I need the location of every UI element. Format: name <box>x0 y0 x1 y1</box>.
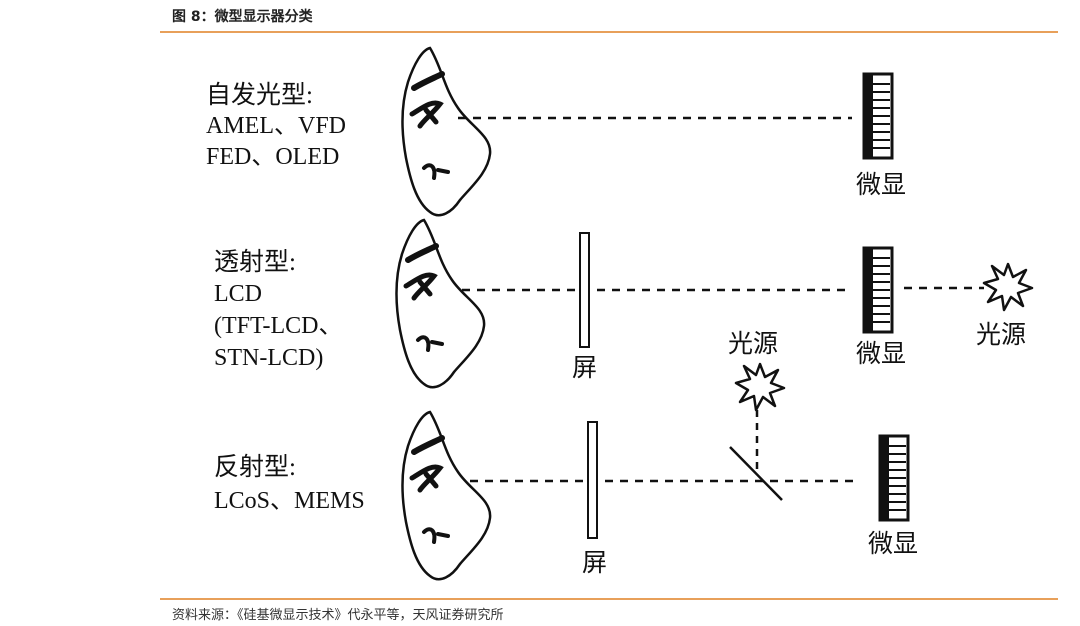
microdisplay-icon <box>862 246 894 334</box>
row-transmissive-line-2: (TFT-LCD、 <box>214 313 342 339</box>
row-emissive-line-1: AMEL、VFD <box>206 113 346 139</box>
light-burst-icon <box>982 262 1034 312</box>
row-reflective-line-1: LCoS、MEMS <box>214 488 365 514</box>
row-transmissive-light-label: 光源 <box>976 321 1026 349</box>
row-emissive-display-label: 微显 <box>856 171 906 199</box>
beam-splitter-icon <box>729 446 783 501</box>
eye-profile-icon <box>403 412 491 579</box>
eye-profile-icon <box>403 48 491 215</box>
row-reflective-display-label: 微显 <box>868 530 918 558</box>
row-reflective: 反射型: LCoS、MEMS 屏 光源 微显 <box>214 330 918 579</box>
row-reflective-screen-label: 屏 <box>582 550 607 577</box>
light-burst-icon <box>734 362 786 412</box>
row-reflective-heading: 反射型: <box>214 453 296 481</box>
row-transmissive: 透射型: LCD (TFT-LCD、 STN-LCD) 屏 微显 光源 <box>214 220 1034 387</box>
bottom-rule <box>160 598 1058 600</box>
top-rule <box>160 31 1058 33</box>
screen-icon <box>579 232 590 348</box>
microdisplay-icon <box>878 434 910 522</box>
row-transmissive-line-3: STN-LCD) <box>214 345 323 371</box>
row-emissive: 自发光型: AMEL、VFD FED、OLED 微显 <box>206 48 906 215</box>
row-emissive-heading: 自发光型: <box>206 81 313 109</box>
row-transmissive-line-1: LCD <box>214 281 262 307</box>
row-reflective-light-label: 光源 <box>728 330 778 358</box>
figure-title: 图 8：微型显示器分类 <box>172 9 313 25</box>
source-note: 资料来源：《硅基微显示技术》代永平等，天风证券研究所 <box>172 608 504 623</box>
row-transmissive-display-label: 微显 <box>856 340 906 368</box>
screen-icon <box>587 421 598 539</box>
row-emissive-line-2: FED、OLED <box>206 144 339 170</box>
eye-profile-icon <box>397 220 485 387</box>
microdisplay-icon <box>862 72 894 160</box>
row-transmissive-heading: 透射型: <box>214 248 296 276</box>
row-transmissive-screen-label: 屏 <box>572 355 597 382</box>
